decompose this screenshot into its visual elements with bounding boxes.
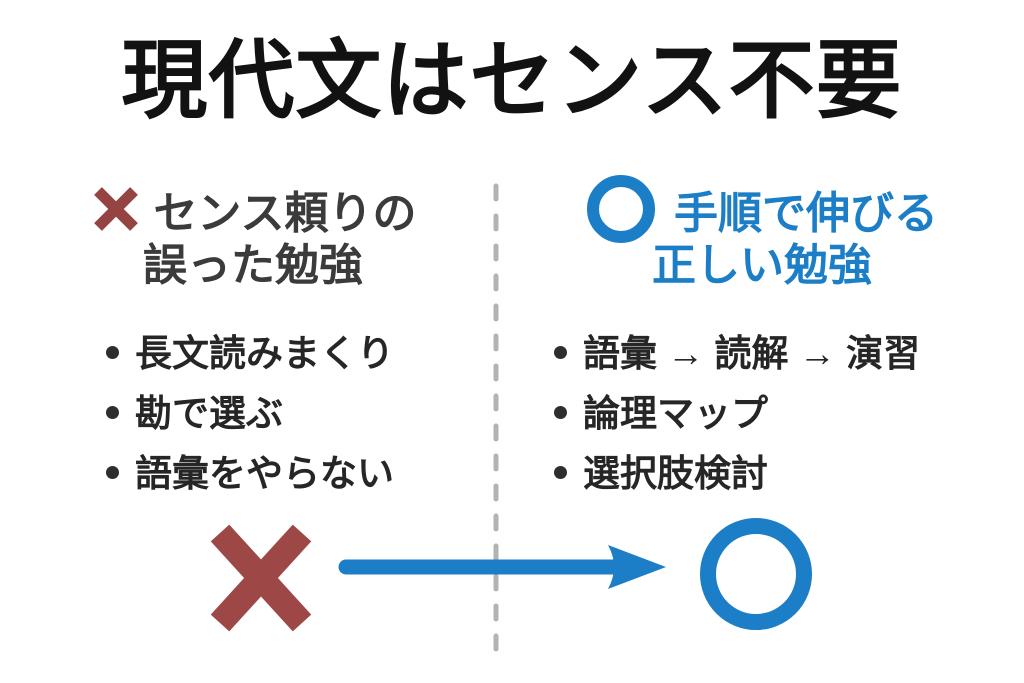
right-arrow-icon	[338, 545, 666, 589]
wrong-method-heading-text1: センス頼りの	[153, 189, 417, 238]
wrong-method-heading-line1: センス頼りの	[46, 180, 460, 238]
correct-method-list: 語彙 → 読解 → 演習 論理マップ 選択肢検討	[554, 320, 920, 500]
correct-method-heading-text1: 手順で伸びる	[674, 189, 938, 238]
list-item-label: 長文読みまくり	[135, 333, 394, 374]
list-item: 語彙をやらない	[106, 440, 394, 500]
list-item: 勘で選ぶ	[106, 380, 394, 440]
bullet-dot-icon	[106, 345, 119, 359]
list-item: 語彙 → 読解 → 演習	[554, 320, 920, 380]
list-item-label: 論理マップ	[583, 393, 768, 434]
list-item-label: 語彙をやらない	[135, 453, 394, 494]
big-cross-icon	[210, 524, 312, 632]
bullet-dot-icon	[554, 345, 567, 359]
wrong-method-list: 長文読みまくり 勘で選ぶ 語彙をやらない	[106, 320, 394, 500]
list-item-label: 選択肢検討	[583, 453, 768, 494]
correct-method-heading-line1: 手順で伸びる	[533, 175, 991, 243]
correct-method-heading: 手順で伸びる 正しい勉強	[533, 175, 991, 294]
list-item-label: 勘で選ぶ	[135, 393, 283, 434]
list-item-label: 語彙 → 読解 → 演習	[583, 333, 921, 374]
bullet-dot-icon	[106, 465, 119, 479]
correct-method-heading-text2: 正しい勉強	[652, 241, 872, 290]
page-title: 現代文はセンス不要	[121, 33, 903, 129]
list-item: 選択肢検討	[554, 440, 920, 500]
bullet-dot-icon	[554, 405, 567, 419]
big-circle-outline-icon	[700, 518, 812, 630]
wrong-method-heading: センス頼りの 誤った勉強	[46, 180, 460, 294]
list-item: 長文読みまくり	[106, 320, 394, 380]
circle-outline-icon	[587, 175, 655, 243]
bullet-dot-icon	[554, 465, 567, 479]
cross-icon	[94, 187, 139, 231]
wrong-method-heading-text2: 誤った勉強	[143, 241, 363, 290]
bullet-dot-icon	[106, 405, 119, 419]
list-item: 論理マップ	[554, 380, 920, 440]
